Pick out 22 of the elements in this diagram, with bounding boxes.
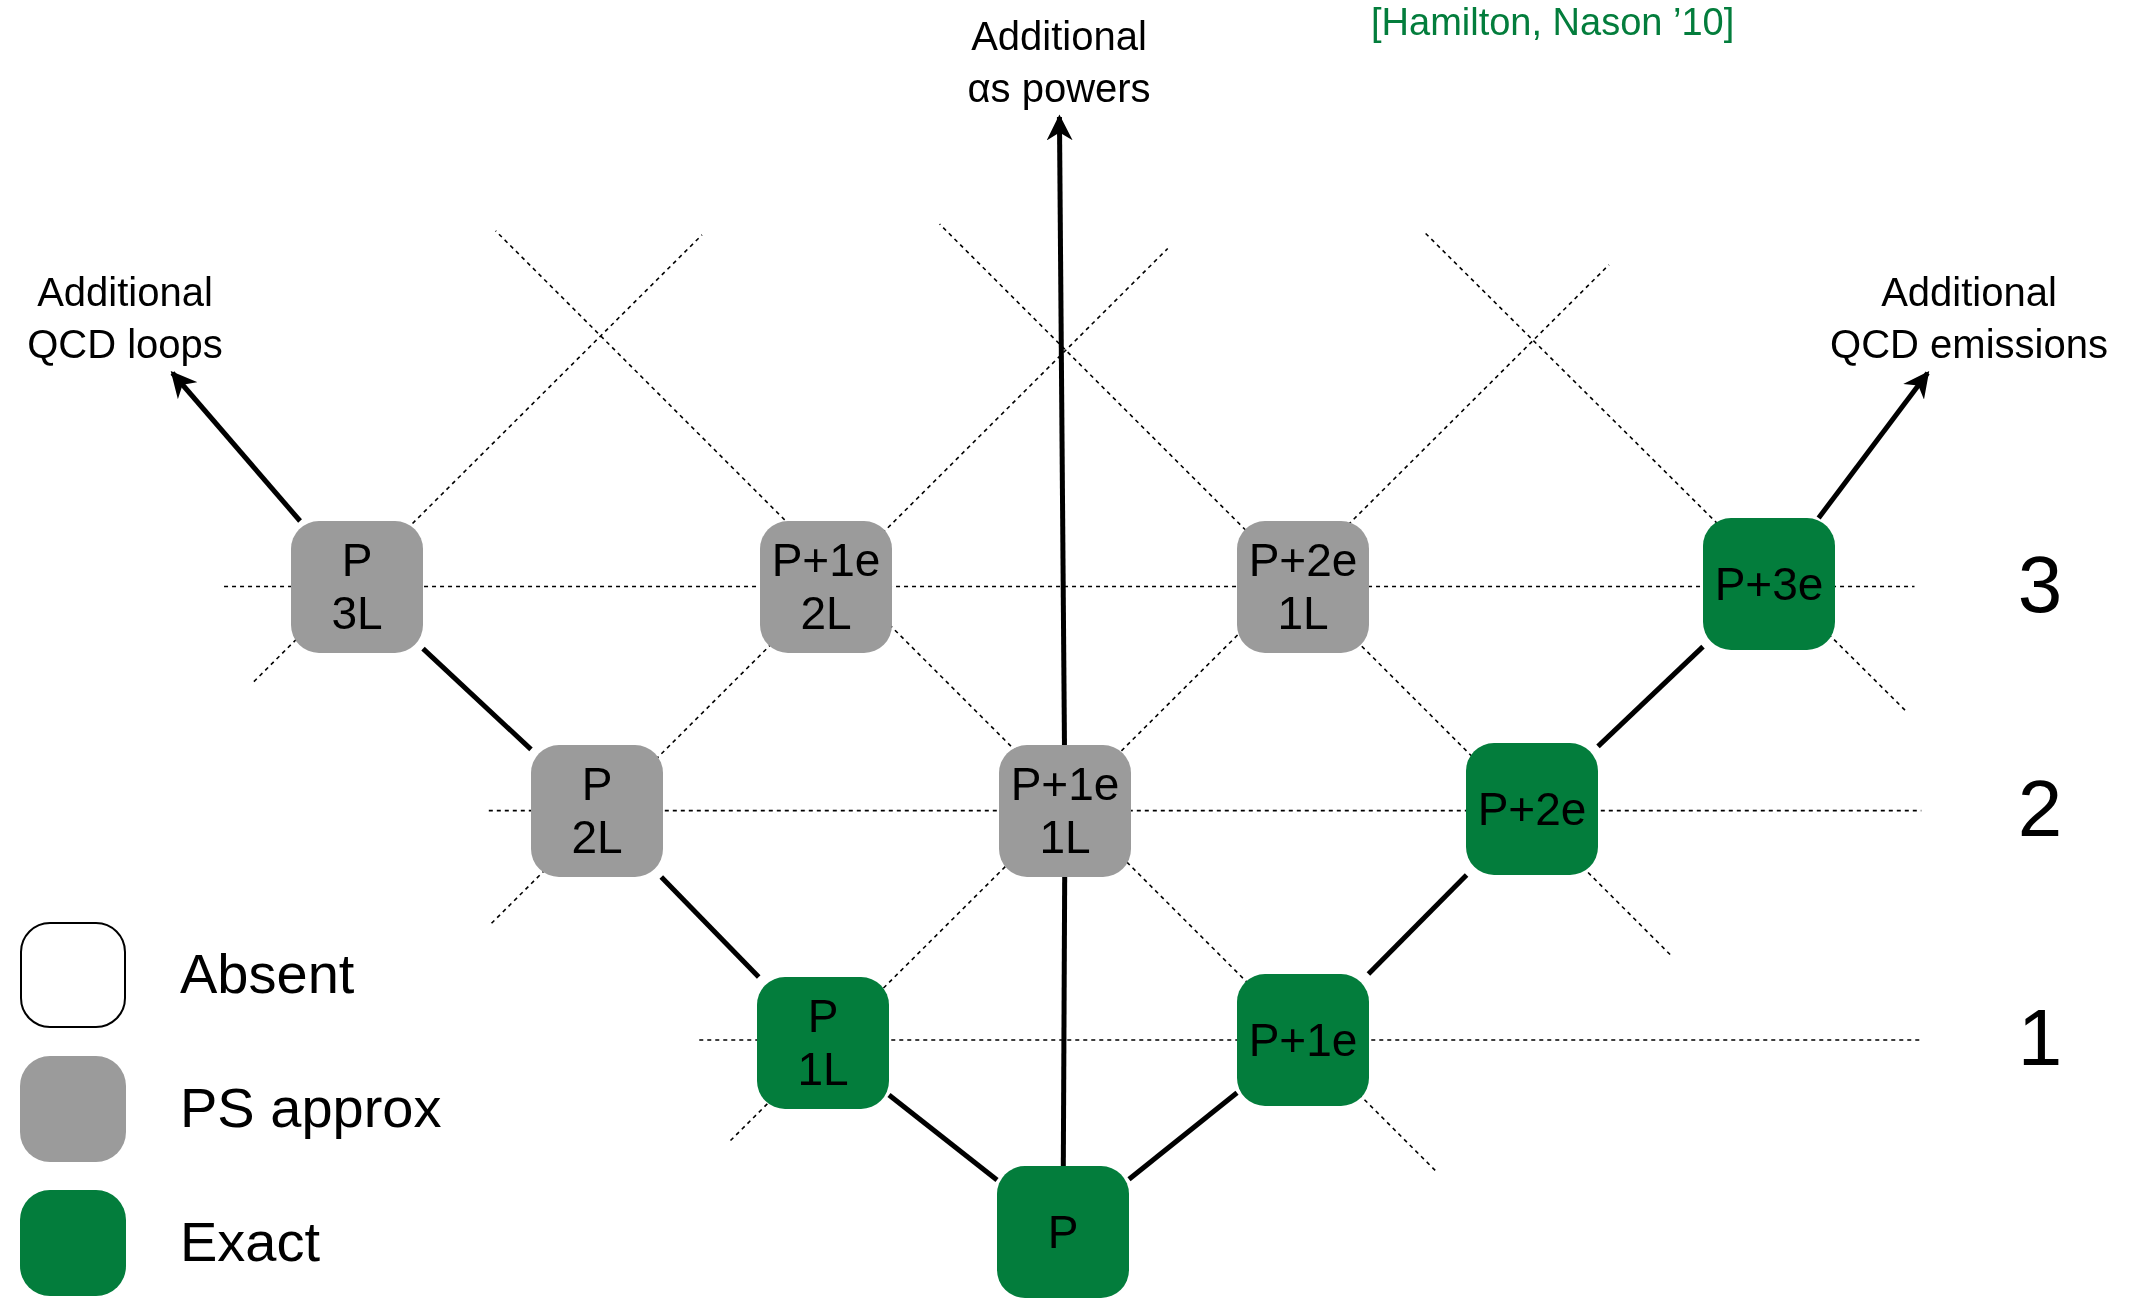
arrow (170, 371, 302, 523)
process-box: P+1e (1237, 974, 1369, 1106)
process-box: P (997, 1166, 1129, 1298)
process-box: P 1L (757, 977, 889, 1109)
row-number: 3 (2016, 545, 2064, 625)
process-box: P+1e 2L (760, 521, 892, 653)
row-number: 1 (2016, 998, 2064, 1078)
process-box: P+1e 1L (999, 745, 1131, 877)
process-box: P 3L (291, 521, 423, 653)
process-box: P+2e 1L (1237, 521, 1369, 653)
legend-label: Absent (180, 946, 355, 1002)
arrow (1046, 114, 1073, 745)
process-box: P+3e (1703, 518, 1835, 650)
axis-label: Additional αs powers (929, 7, 1189, 117)
process-box: P+2e (1466, 743, 1598, 875)
legend-label: Exact (180, 1214, 321, 1270)
process-box: P 2L (531, 745, 663, 877)
axis-label: Additional QCD emissions (1819, 263, 2119, 373)
row-number: 2 (2016, 769, 2064, 849)
axis-label: Additional QCD loops (0, 263, 250, 373)
citation: [Hamilton, Nason ’10] (1371, 0, 1735, 45)
arrow (1816, 370, 1930, 520)
